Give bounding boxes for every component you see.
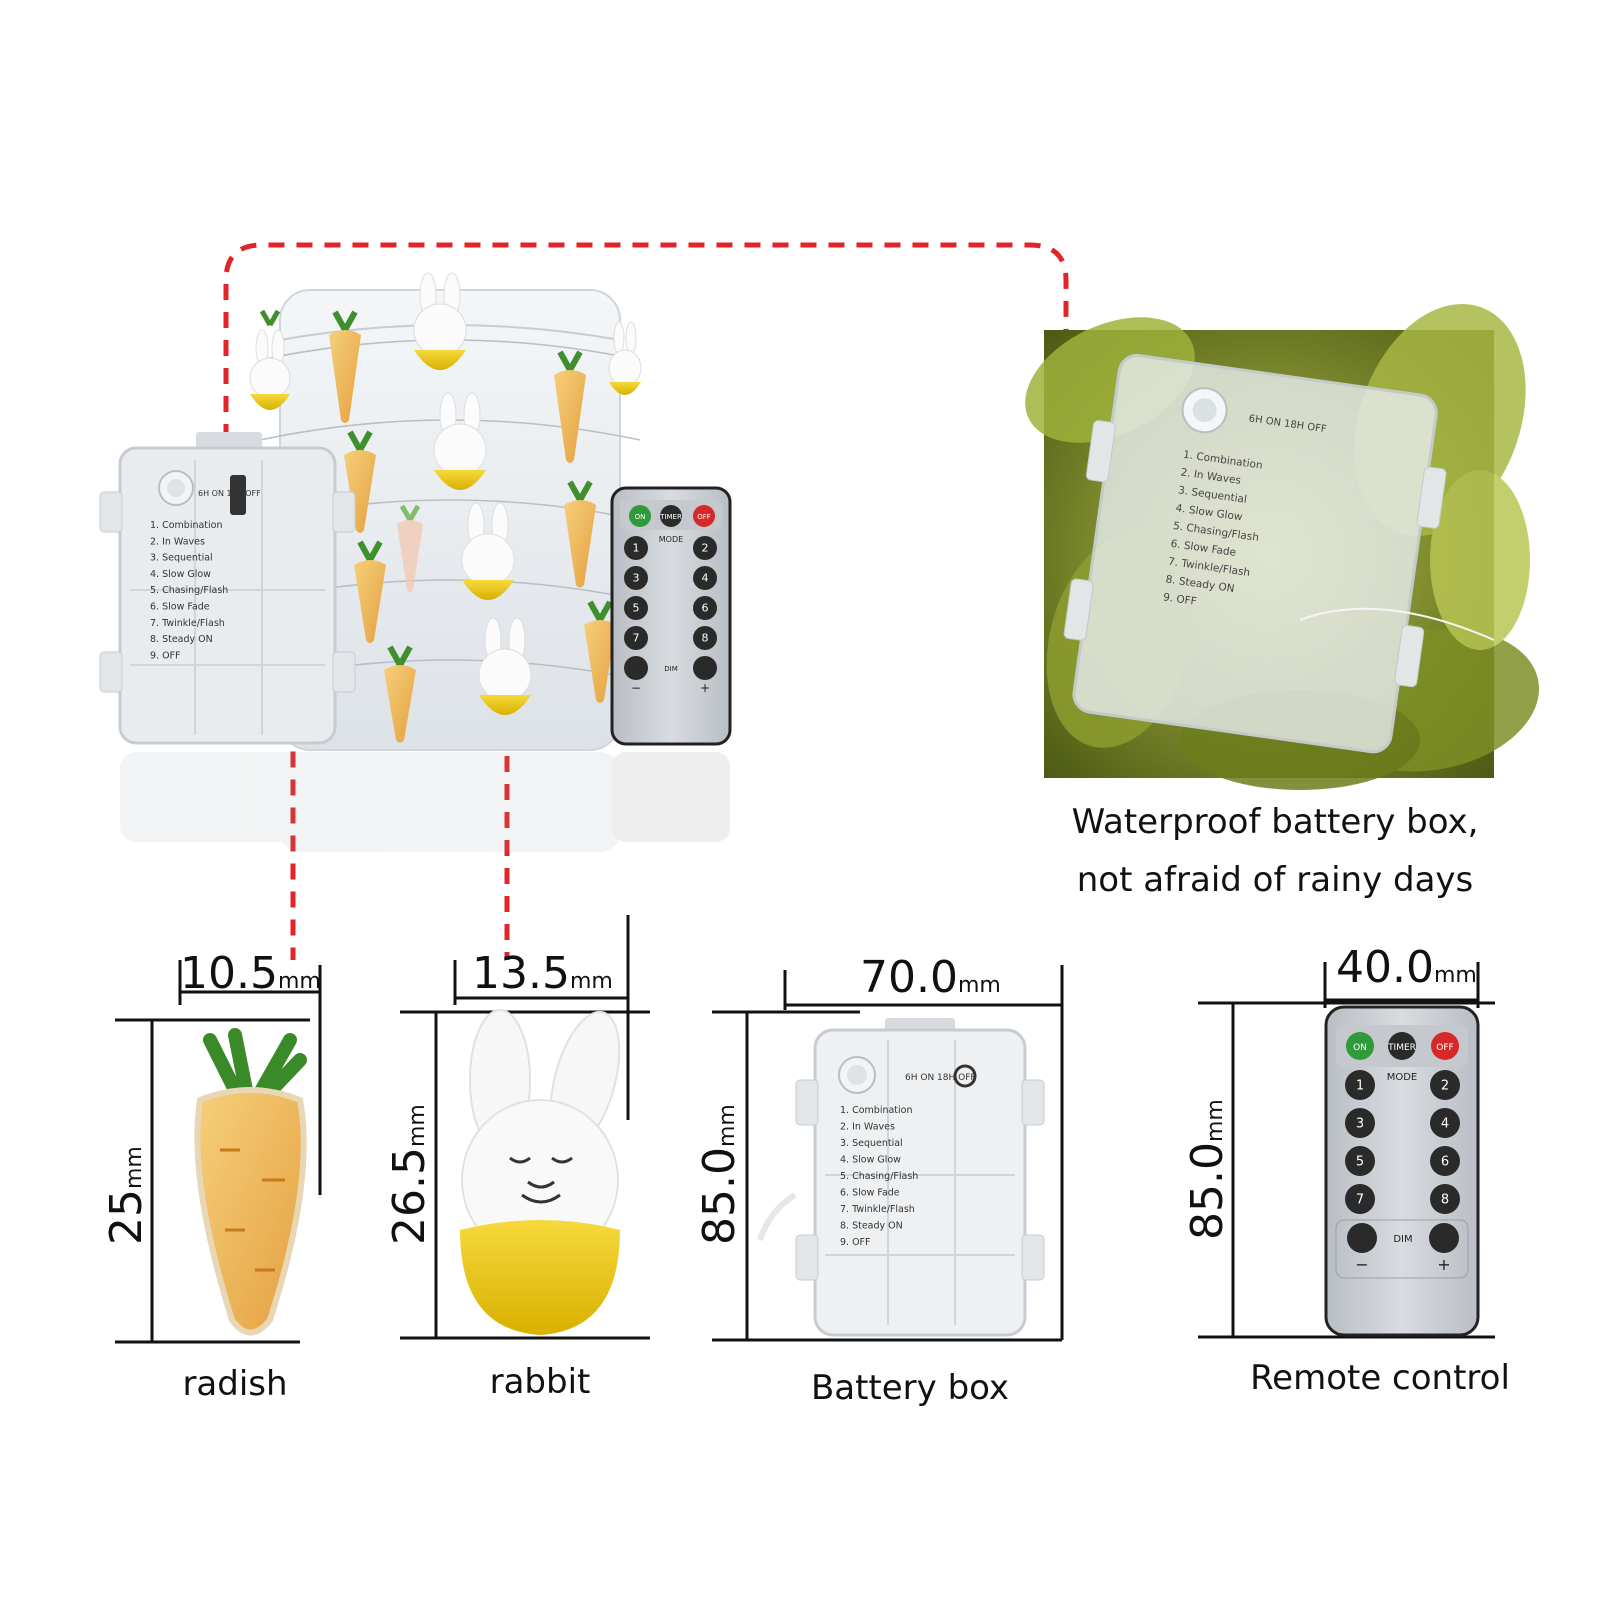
remote-number-label: 8 — [702, 632, 709, 645]
remote-off-label: OFF — [1436, 1043, 1453, 1053]
main-remote-on-label: ON — [635, 513, 646, 521]
remote-control-caption: Remote control — [1250, 1358, 1510, 1398]
waterproof-caption-line1: Waterproof battery box, — [1071, 802, 1479, 842]
bottom-box-timer-label: 6H ON 18H OFF — [905, 1073, 976, 1083]
remote-width-dimension: 40.0mm — [1336, 942, 1477, 993]
battery-mode-item: 1. Combination — [840, 1105, 913, 1116]
remote-mode-label: MODE — [1387, 1072, 1418, 1083]
remote-number-key[interactable] — [624, 626, 648, 650]
remote-number-label: 3 — [633, 572, 640, 585]
remote-number-key[interactable] — [1345, 1108, 1375, 1138]
remote-number-label: 6 — [1441, 1154, 1449, 1169]
remote-plus-label: + — [1437, 1255, 1450, 1274]
jar-rabbit-lights — [249, 272, 642, 715]
battery-mode-item: 7. Twinkle/Flash — [150, 618, 225, 629]
radish-height-dimension: 25mm — [101, 1146, 152, 1245]
main-remote: 1 2 3 4 5 6 7 8 — [610, 486, 732, 746]
battery-mode-item: 4. Slow Glow — [840, 1155, 901, 1166]
remote-number-key[interactable] — [624, 536, 648, 560]
main-remote-off-label: OFF — [697, 513, 711, 521]
remote-on-label: ON — [1353, 1043, 1367, 1053]
remote-number-key[interactable] — [1345, 1146, 1375, 1176]
radish-figure — [115, 960, 322, 1344]
remote-number-key[interactable] — [1430, 1070, 1460, 1100]
remote-number-label: 2 — [702, 542, 709, 555]
main-remote-timer-label: TIMER — [659, 513, 682, 521]
main-remote-keys: 1 2 3 4 5 6 7 8 — [624, 536, 717, 650]
main-remote-plus-label: + — [700, 681, 710, 695]
rabbit-caption: rabbit — [489, 1362, 591, 1402]
product-reflection — [120, 752, 730, 852]
battery-mode-item: 8. Steady ON — [840, 1221, 903, 1232]
main-battery-box: 1. Combination 2. In Waves 3. Sequential 4.… — [99, 432, 356, 745]
remote-number-key[interactable] — [693, 626, 717, 650]
battery-mode-item: 6. Slow Fade — [840, 1188, 900, 1199]
remote-number-label: 5 — [1356, 1154, 1364, 1169]
battery-mode-item: 2. In Waves — [840, 1122, 895, 1133]
waterproof-caption-line2: not afraid of rainy days — [1076, 860, 1474, 900]
rabbit-width-dimension: 13.5mm — [472, 948, 613, 999]
main-remote-dim-label: DIM — [664, 665, 678, 673]
remote-number-label: 8 — [1441, 1192, 1449, 1207]
battery-mode-item: 5. Chasing/Flash — [840, 1171, 918, 1182]
battery-mode-item: 8. Steady ON — [150, 634, 213, 645]
remote-number-key[interactable] — [1430, 1184, 1460, 1214]
jar-with-lights — [249, 272, 642, 751]
remote-number-key[interactable] — [693, 596, 717, 620]
battery-mode-item: 9. OFF — [840, 1237, 871, 1248]
battery-height-dimension: 85.0mm — [694, 1104, 745, 1245]
remote-number-label: 2 — [1441, 1078, 1449, 1093]
radish-caption: radish — [182, 1364, 288, 1404]
battery-box-figure: 1. Combination 2. In Waves 3. Sequential 4.… — [712, 965, 1064, 1342]
main-remote-mode-label: MODE — [659, 535, 683, 544]
remote-number-label: 1 — [1356, 1078, 1364, 1093]
remote-timer-label: TIMER — [1387, 1043, 1416, 1053]
battery-mode-item: 4. Slow Glow — [150, 569, 211, 580]
remote-number-label: 7 — [633, 632, 640, 645]
rabbit-height-dimension: 26.5mm — [384, 1104, 435, 1245]
remote-figure: 1 2 3 4 5 6 7 8 — [1198, 962, 1495, 1339]
remote-number-key[interactable] — [624, 596, 648, 620]
radish-width-dimension: 10.5mm — [180, 948, 321, 999]
remote-number-key[interactable] — [693, 566, 717, 590]
remote-number-label: 4 — [1441, 1116, 1449, 1131]
remote-number-label: 6 — [702, 602, 709, 615]
remote-number-label: 7 — [1356, 1192, 1364, 1207]
main-remote-minus-label: − — [631, 681, 641, 695]
battery-width-dimension: 70.0mm — [860, 952, 1001, 1003]
remote-number-key[interactable] — [693, 536, 717, 560]
battery-mode-item: 7. Twinkle/Flash — [840, 1204, 915, 1215]
battery-mode-item: 1. Combination — [150, 520, 223, 531]
rabbit-figure — [400, 915, 650, 1340]
battery-mode-item: 9. OFF — [150, 650, 181, 661]
battery-mode-item: 3. Sequential — [840, 1138, 903, 1149]
battery-box-caption: Battery box — [810, 1368, 1010, 1408]
remote-dim-label: DIM — [1393, 1234, 1412, 1245]
remote-number-key[interactable] — [1430, 1146, 1460, 1176]
jar-carrot-lights — [259, 309, 616, 743]
battery-mode-item: 5. Chasing/Flash — [150, 585, 228, 596]
remote-number-key[interactable] — [1345, 1184, 1375, 1214]
battery-mode-item: 2. In Waves — [150, 536, 205, 547]
main-box-timer-label: 6H ON 18H OFF — [198, 489, 261, 498]
remote-number-label: 1 — [633, 542, 640, 555]
remote-number-label: 5 — [633, 602, 640, 615]
remote-number-key[interactable] — [1430, 1108, 1460, 1138]
remote-number-label: 3 — [1356, 1116, 1364, 1131]
battery-mode-item: 9. OFF — [1162, 591, 1197, 608]
remote-number-label: 4 — [702, 572, 709, 585]
remote-number-key[interactable] — [624, 566, 648, 590]
remote-minus-label: − — [1355, 1255, 1368, 1274]
battery-mode-item: 3. Sequential — [150, 553, 213, 564]
remote-height-dimension: 85.0mm — [1182, 1099, 1233, 1240]
battery-mode-item: 6. Slow Fade — [150, 602, 210, 613]
remote-number-key[interactable] — [1345, 1070, 1375, 1100]
main-box-mode-list: 1. Combination 2. In Waves 3. Sequential 4.… — [150, 520, 228, 661]
